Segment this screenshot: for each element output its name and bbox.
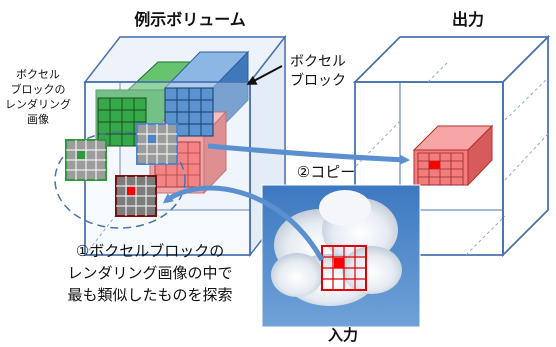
green-block-grid (97, 97, 147, 147)
step1-label-line3: 最も類似したものを探索 (67, 286, 232, 304)
output-hatch-lines (355, 61, 549, 256)
rendered-image-green (65, 139, 107, 181)
step1-label-line1: ①ボクセルブロックの (76, 242, 224, 260)
voxel-block-pointer-arrow (246, 65, 283, 85)
cloud-shape (271, 190, 402, 306)
step2-copy-label: ②コピー (297, 163, 355, 181)
input-image (261, 184, 421, 328)
rendered-image-label-line2: ブロックの (11, 82, 66, 96)
rendered-images-group (54, 123, 186, 229)
rendered-image-blue (136, 123, 178, 165)
rendered-images-dashed-ellipse (54, 131, 186, 229)
voxel-block-label-line2: ブロック (290, 72, 346, 89)
copy-arrow (207, 143, 410, 165)
rendered-image-red (115, 175, 157, 217)
output-volume-cube (352, 34, 551, 258)
rendered-image-label-line1: ボクセル (16, 68, 60, 81)
rendered-image-label-line3: レンダリング (5, 97, 71, 111)
output-title: 出力 (452, 10, 484, 29)
example-volume-title: 例示ボリューム (134, 10, 246, 29)
step1-label-line2: レンダリング画像の中で (67, 264, 232, 282)
input-patch-grid (321, 245, 367, 291)
voxel-block-label-line1: ボクセル (290, 54, 346, 70)
red-voxel-block-output (412, 124, 494, 187)
search-arrow (162, 185, 325, 262)
input-title: 入力 (328, 326, 358, 344)
example-volume-cube (83, 34, 287, 258)
rendered-image-label-line4: 画像 (27, 113, 49, 126)
